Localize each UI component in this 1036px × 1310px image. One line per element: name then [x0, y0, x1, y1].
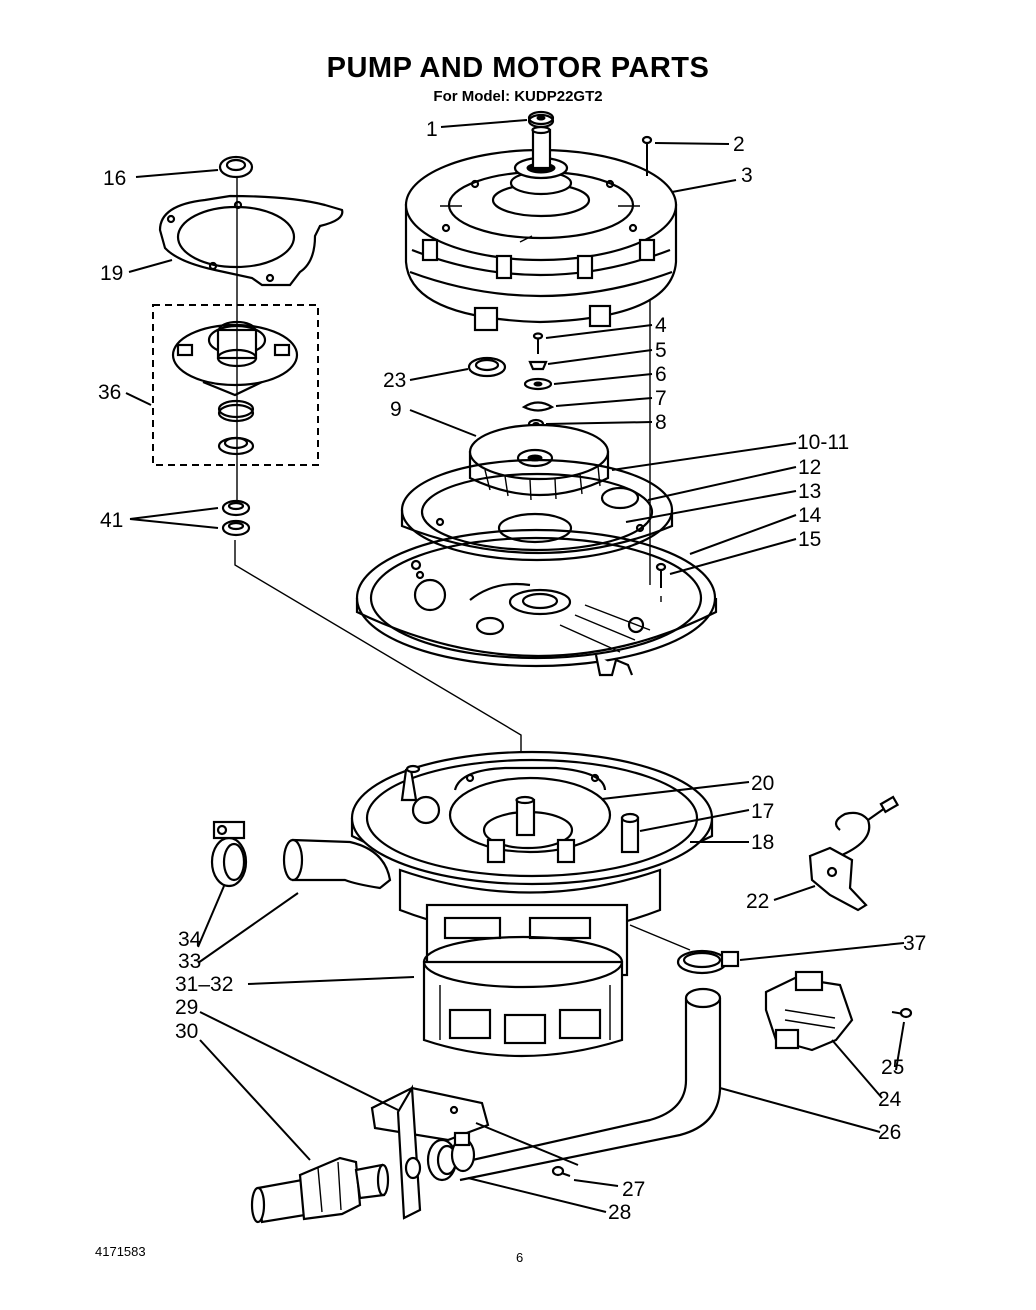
callout-14: 14 — [798, 504, 822, 527]
parts-4-8-hardware — [521, 332, 555, 430]
callout-9: 9 — [390, 398, 402, 421]
callout-23: 23 — [383, 369, 406, 392]
part-14-base-plate — [355, 528, 718, 677]
part-36-pump-parts — [171, 320, 299, 456]
callout-26: 26 — [878, 1121, 901, 1144]
shaft-bearing — [491, 125, 591, 218]
callout-labels: 1 2 3 4 5 6 7 8 9 10-11 12 13 14 15 16 1… — [98, 118, 926, 1224]
part-22-thermostat — [808, 795, 900, 912]
callout-5: 5 — [655, 339, 667, 362]
document-number: 4171583 — [95, 1244, 146, 1259]
page-number: 6 — [516, 1250, 524, 1265]
part-16-seal — [218, 155, 254, 179]
part-12-pump-housing — [400, 458, 674, 562]
callout-16: 16 — [103, 167, 126, 190]
part-34-clamp — [210, 820, 248, 888]
part-27-screw — [551, 1165, 571, 1177]
model-subtitle: For Model: KUDP22GT2 — [433, 88, 603, 105]
callout-17: 17 — [751, 800, 774, 823]
callout-15: 15 — [798, 528, 821, 551]
callout-25: 25 — [881, 1056, 904, 1079]
part-29-bracket — [370, 1084, 490, 1220]
part-15-screw — [655, 562, 667, 602]
part-26-drain-hose — [449, 924, 722, 1182]
part-33-inlet-hose — [282, 838, 392, 890]
callout-6: 6 — [655, 363, 667, 386]
callout-34: 34 — [178, 928, 202, 951]
callout-4: 4 — [655, 314, 667, 337]
callout-19: 19 — [100, 262, 123, 285]
callout-28: 28 — [608, 1201, 631, 1224]
callout-41: 41 — [100, 509, 123, 532]
callout-22: 22 — [746, 890, 769, 913]
callout-29: 29 — [175, 996, 198, 1019]
part-24-relay — [764, 970, 854, 1052]
callout-30: 30 — [175, 1020, 198, 1043]
callout-37: 37 — [903, 932, 926, 955]
callout-18: 18 — [751, 831, 774, 854]
part-25-screw — [891, 1007, 913, 1019]
part-17-pump-base — [400, 764, 640, 864]
part-37-clamp — [676, 949, 740, 975]
callout-31-32: 31–32 — [175, 973, 233, 996]
callout-3: 3 — [741, 164, 753, 187]
callout-33: 33 — [178, 950, 201, 973]
callout-1: 1 — [426, 118, 438, 141]
callout-8: 8 — [655, 411, 667, 434]
part-31-32-motor — [398, 868, 662, 1058]
part-41-seals — [221, 499, 251, 537]
callout-10-11: 10-11 — [797, 431, 849, 454]
part-2-screw — [641, 135, 653, 176]
callout-7: 7 — [655, 387, 667, 410]
callout-36: 36 — [98, 381, 121, 404]
callout-20: 20 — [751, 772, 774, 795]
callout-24: 24 — [878, 1088, 902, 1111]
part-28-fitting — [426, 1131, 476, 1182]
callout-2: 2 — [733, 133, 745, 156]
callout-27: 27 — [622, 1178, 645, 1201]
leader-lines — [125, 119, 905, 1213]
callout-13: 13 — [798, 480, 821, 503]
callout-12: 12 — [798, 456, 821, 479]
part-23-seal — [467, 356, 507, 378]
part-1-seal — [527, 110, 555, 129]
page-title: PUMP AND MOTOR PARTS — [326, 52, 710, 84]
part-36-dashed-box — [152, 304, 319, 466]
part-30-valve-fitting — [250, 1156, 390, 1224]
part-19-gasket — [158, 194, 344, 287]
